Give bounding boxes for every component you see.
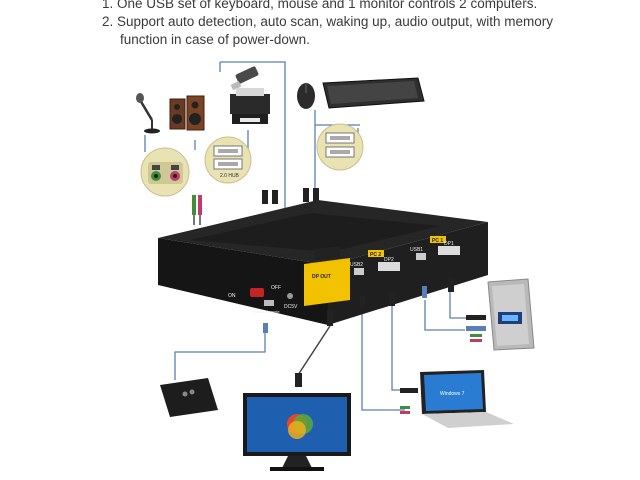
device-labels: ON OFF Wired Remote DC5V DP OUT USB2 DP2… [228,238,454,314]
mouse-icon [297,83,315,109]
label-usb1: USB1 [410,247,423,253]
label-wired-remote: Wired Remote [254,309,280,314]
feature-line-1: 1. One USB set of keyboard, mouse and 1 … [102,0,538,11]
wired-remote-icon [160,378,218,417]
badge-pc1: PC 1 [432,238,443,244]
tower-pc-icon [487,278,535,351]
label-usb2: USB2 [350,262,363,268]
laptop-icon: Windows 7 [420,370,514,428]
label-dc5v: DC5V [284,304,298,310]
laptop-plugs [400,388,418,414]
cable-connectors [263,278,454,387]
label-dp1: DP1 [444,241,454,247]
feature-line-2: 2. Support auto detection, auto scan, wa… [102,14,554,29]
label-dp2: DP2 [384,257,394,263]
audio-ports-detail [140,147,190,197]
label-on: ON [228,293,236,299]
laptop-os-label: Windows 7 [440,391,465,397]
badge-pc2: PC 2 [370,252,381,258]
usb-flash-drive-icon [230,66,259,91]
usb-ports-detail [316,123,364,171]
label-dp-out: DP OUT [312,274,331,280]
feature-line-3: function in case of power-down. [120,32,310,47]
hub-label: 2.0 HUB [220,173,240,179]
speakers-icon [169,95,205,131]
kvm-switch [158,200,488,325]
label-off: OFF [271,285,281,291]
monitor-icon [243,393,351,471]
pc-plugs [466,315,486,342]
printer-icon [230,88,270,124]
keyboard-icon [322,77,425,109]
usb-plugs-top [262,188,319,204]
usb-hub-detail: 2.0 HUB [204,136,252,184]
audio-plugs [192,195,202,225]
microphone-icon [136,93,160,134]
